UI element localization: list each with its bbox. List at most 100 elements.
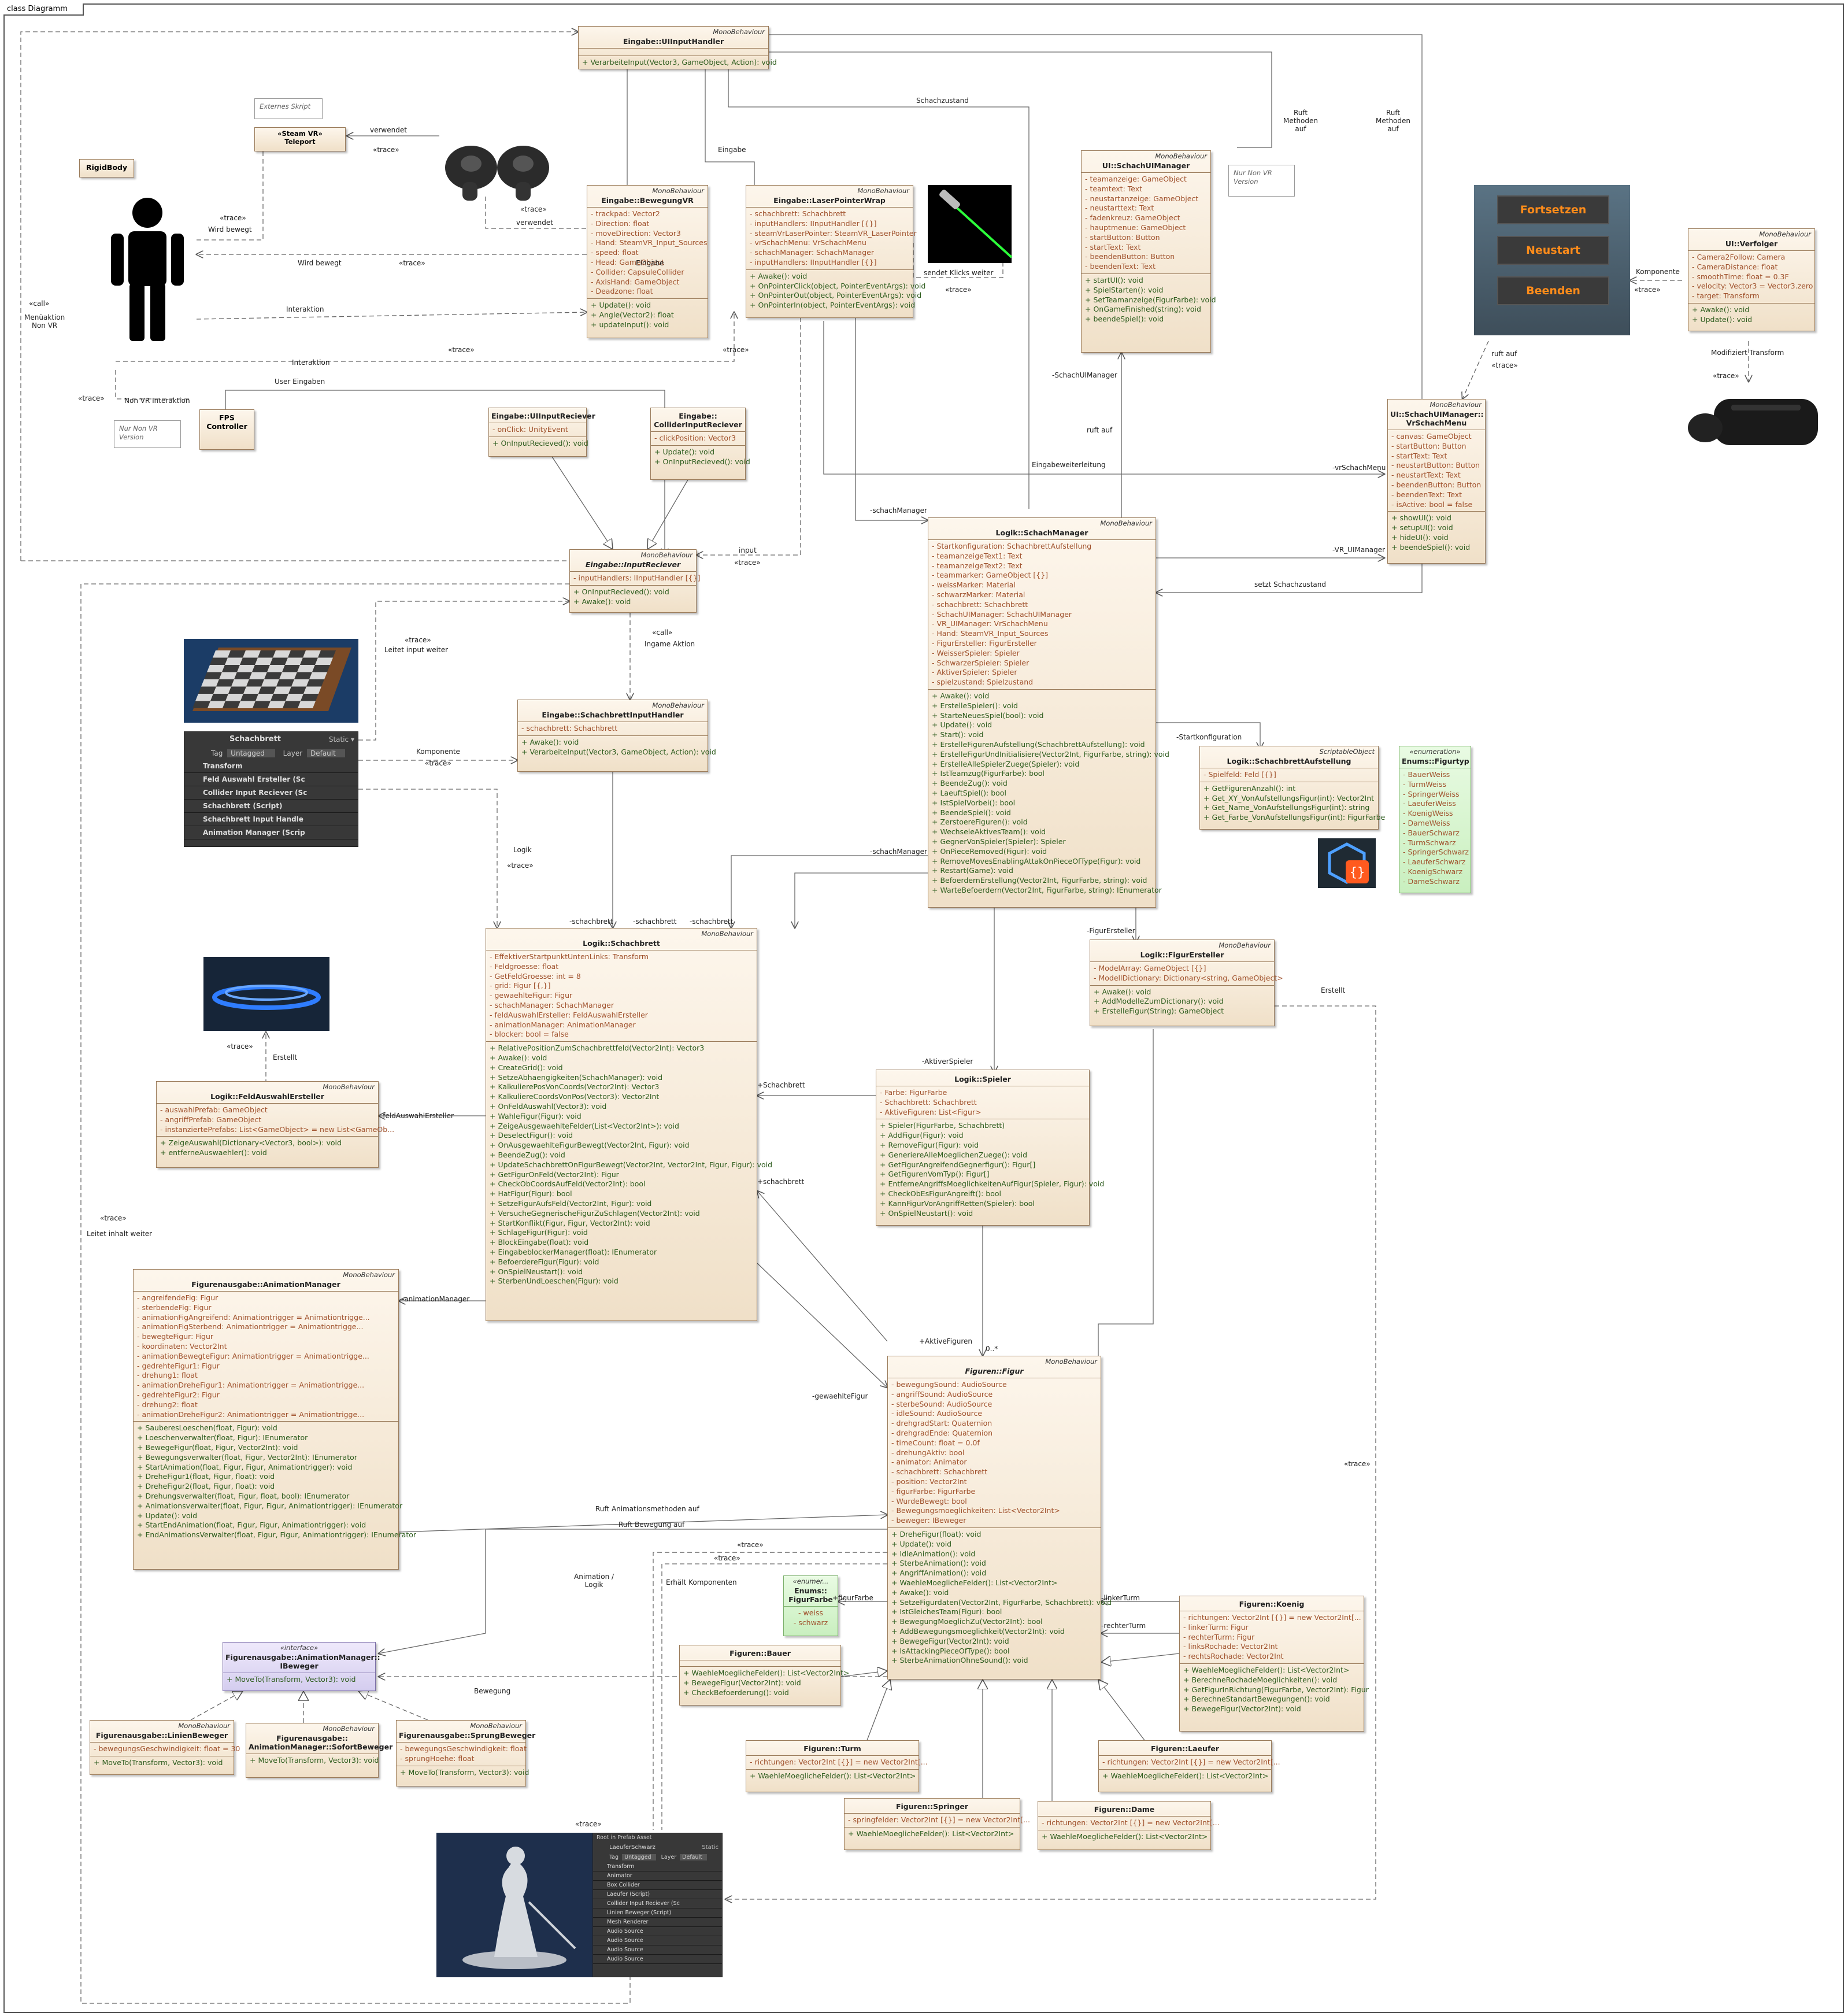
method-row: + CreateGrid(): void xyxy=(490,1063,563,1072)
static-toggle[interactable]: Static xyxy=(702,1844,719,1851)
label-bewegung: Bewegung xyxy=(474,1687,511,1695)
method-row: + BewegungMoeglichZu(Vector2Int): bool xyxy=(891,1617,1043,1626)
inspector-component-row[interactable]: Feld Auswahl Ersteller (Sc xyxy=(184,773,358,786)
stereotype: MonoBehaviour xyxy=(323,1725,375,1733)
field-row: - rechterTurm: Figur xyxy=(1183,1632,1255,1641)
field-row: - isActive: bool = false xyxy=(1391,500,1473,509)
inspector-component-row[interactable]: Schachbrett Input Handle xyxy=(184,813,358,826)
label-trace: «trace» xyxy=(737,1541,764,1549)
cube-braces-icon: {} xyxy=(1328,842,1369,884)
layer-dropdown[interactable]: Default xyxy=(306,749,345,757)
method-row: + SetzeAbhaengigkeiten(SchachManager): v… xyxy=(490,1072,663,1082)
chessboard-icon xyxy=(192,648,351,711)
layer-dropdown[interactable]: Default xyxy=(680,1854,707,1860)
inspector-component-row[interactable]: Transform xyxy=(593,1862,722,1871)
field-row: - animationDreheFigur2: Animationtrigger… xyxy=(137,1410,365,1419)
inspector-component-row[interactable]: Schachbrett (Script) xyxy=(184,800,358,813)
static-toggle[interactable]: Static ▾ xyxy=(328,735,354,743)
inspector-component-row[interactable]: Animator xyxy=(593,1871,722,1881)
field-row: - richtungen: Vector2Int [{}] = new Vect… xyxy=(1183,1613,1361,1622)
label-erhaelt-komponenten: Erhält Komponenten xyxy=(666,1578,737,1586)
method-row: + Get_Farbe_VonAufstellungsFigur(int): F… xyxy=(1203,813,1386,822)
stereotype: ScriptableObject xyxy=(1319,748,1375,756)
fields-section: - trackpad: Vector2- Direction: float- m… xyxy=(587,207,708,298)
fortsetzen-button[interactable]: Fortsetzen xyxy=(1497,195,1609,224)
inspector-component-row[interactable]: Audio Source xyxy=(593,1955,722,1964)
controllers-icon xyxy=(445,146,549,201)
inspector-component-row[interactable]: Mesh Renderer xyxy=(593,1918,722,1927)
tag-dropdown[interactable]: Untagged xyxy=(227,749,275,757)
inspector-component-row[interactable]: Laeufer (Script) xyxy=(593,1890,722,1899)
beenden-button[interactable]: Beenden xyxy=(1497,276,1609,305)
inspector-component-row[interactable]: Collider Input Reciever (Sc xyxy=(593,1899,722,1908)
methods-section: + Awake(): void+ OnPointerClick(object, … xyxy=(746,269,925,312)
class-name: Eingabe:: ColliderInputReciever xyxy=(654,412,742,429)
tag-dropdown[interactable]: Untagged xyxy=(622,1854,656,1860)
note-nur-non-vr: Nur Non VR Version xyxy=(114,420,181,448)
label-figurfarbe: +figurFarbe xyxy=(832,1594,873,1602)
label-vr-uimanager: -VR_UIManager xyxy=(1332,546,1386,554)
method-row: + BewegeFigur(Vector2Int): void xyxy=(683,1678,801,1687)
stereotype: MonoBehaviour xyxy=(1759,230,1811,238)
methods-section: + DreheFigur(float): void+ Update(): voi… xyxy=(888,1527,1112,1667)
edge-figur-anim xyxy=(379,1529,887,1654)
method-row: + BeendeZug(): void xyxy=(932,779,1008,788)
field-row: - gewaehlteFigur: Figur xyxy=(490,991,573,1000)
field-row: - schachbrett: Schachbrett xyxy=(932,600,1028,609)
method-row: + SauberesLoeschen(float, Figur): void xyxy=(137,1423,277,1433)
inspector-component-row[interactable]: Audio Source xyxy=(593,1936,722,1945)
label-startkonfiguration: -Startkonfiguration xyxy=(1176,733,1242,741)
object-name: Schachbrett xyxy=(229,735,282,743)
inspector-component-row[interactable]: Box Collider xyxy=(593,1881,722,1890)
inspector-component-row[interactable]: Transform xyxy=(184,760,358,773)
method-row: + SterbenUndLoeschen(Figur): void xyxy=(490,1277,619,1286)
edge-fe-erstellt xyxy=(725,1005,1376,1899)
field-row: - sterbendeFig: Figur xyxy=(137,1303,212,1312)
method-row: + ErstelleAlleSpielerZuege(Spieler): voi… xyxy=(932,759,1080,768)
field-row: - schachbrett: Schachbrett xyxy=(891,1467,988,1477)
fields-section: - richtungen: Vector2Int [{}] = new Vect… xyxy=(1038,1816,1220,1830)
methods-section: + WaehleMoeglicheFelder(): List<Vector2I… xyxy=(746,1769,919,1783)
method-row: + UpdateSchachbrettOnFigurBewegt(Vector2… xyxy=(490,1160,773,1169)
class-name: Figuren::Turm xyxy=(803,1744,861,1753)
label-feldauswahlersteller: -feldAuswahlErsteller xyxy=(380,1112,454,1120)
label-erstellt: Erstellt xyxy=(273,1053,298,1061)
method-row: + LaeuftSpiel(): bool xyxy=(932,788,1006,797)
inspector-component-row[interactable]: Audio Source xyxy=(593,1927,722,1936)
inspector-component-row[interactable]: Collider Input Reciever (Sc xyxy=(184,786,358,800)
inspector-component-row[interactable]: Animation Manager (Scrip xyxy=(184,826,358,839)
method-row: + GetFigurAngreifendGegnerfigur(): Figur… xyxy=(880,1160,1036,1169)
method-row: + AddBewegungsmoeglichkeit(Vector2Int): … xyxy=(891,1626,1065,1636)
label-trace: «trace» xyxy=(220,214,246,222)
field-row: - springfelder: Vector2Int [{}] = new Ve… xyxy=(848,1815,1030,1824)
field-row: - smoothTime: float = 0.3F xyxy=(1692,272,1789,281)
method-row: + IstSpielVorbei(): bool xyxy=(932,798,1016,807)
inspector-component-row[interactable]: Audio Source xyxy=(593,1945,722,1955)
label-trace: «trace» xyxy=(399,259,425,267)
edge-user-eingaben xyxy=(225,390,665,555)
method-row: + Awake(): void xyxy=(521,737,579,746)
field-row: - EffektiverStartpunktUntenLinks: Transf… xyxy=(490,952,649,961)
neustart-button[interactable]: Neustart xyxy=(1497,236,1609,265)
method-row: + WarteBefoerdern(Vector2Int, FigurFarbe… xyxy=(932,885,1162,894)
method-row: + Start(): void xyxy=(932,730,984,739)
method-row: + DeselectFigur(): void xyxy=(490,1131,573,1140)
inspector-name-row: LaeuferSchwarz Static xyxy=(593,1843,722,1853)
field-row: - teamanzeigeText1: Text xyxy=(932,551,1023,560)
class-schachbrettinputhandler: MonoBehaviour Eingabe::SchachbrettInputH… xyxy=(517,700,716,772)
label-trace: «trace» xyxy=(1491,361,1518,369)
chessboard-image xyxy=(184,639,358,723)
stereotype: MonoBehaviour xyxy=(1045,1357,1097,1366)
field-row: - hauptmenue: GameObject xyxy=(1085,223,1186,232)
field-row: - neustartanzeige: GameObject xyxy=(1085,194,1199,203)
method-row: + DreheFigur2(float, Figur, float): void xyxy=(137,1482,275,1491)
inspector-component-row[interactable]: Linien Beweger (Script) xyxy=(593,1908,722,1918)
interface-ibeweger: «interface» Figurenausgabe::AnimationMan… xyxy=(223,1642,380,1691)
method-row: + WaehleMoeglicheFelder(): List<Vector2I… xyxy=(1042,1832,1208,1841)
field-row: - onClick: UnityEvent xyxy=(492,425,568,434)
laser-pointer-image xyxy=(928,185,1013,263)
field-row: - weissMarker: Material xyxy=(932,580,1016,590)
menu-buttons-image: Fortsetzen Neustart Beenden xyxy=(1474,185,1630,335)
label-komponente: Komponente xyxy=(416,748,460,756)
edge-input-left xyxy=(80,583,630,2004)
